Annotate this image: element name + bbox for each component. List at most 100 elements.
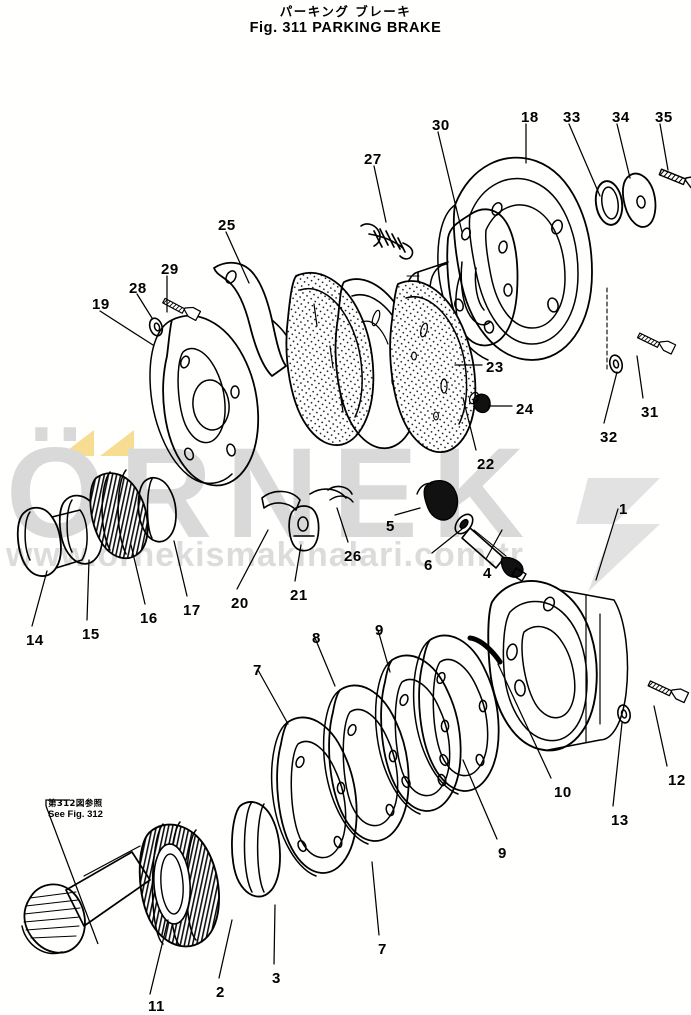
- part-bracket-21: [288, 505, 320, 552]
- callout-number-4[interactable]: 4: [483, 565, 492, 582]
- part-knurled-collar-16: [89, 469, 149, 560]
- callout-leader: [273, 904, 276, 965]
- callout-leader: [294, 544, 302, 582]
- part-oil-seal: [594, 180, 624, 226]
- callout-number-30[interactable]: 30: [432, 117, 450, 134]
- part-brake-shoe-rear: [389, 280, 477, 453]
- callout-number-6[interactable]: 6: [424, 557, 433, 574]
- callout-leader: [462, 397, 477, 451]
- part-friction-disc-7: [270, 716, 358, 877]
- part-bearing-cup-3: [231, 801, 281, 898]
- callout-number-19[interactable]: 19: [92, 296, 110, 313]
- callout-number-28[interactable]: 28: [129, 280, 147, 297]
- callout-leader: [653, 705, 668, 767]
- reference-note-japanese: 第312図参照: [48, 799, 103, 809]
- callout-number-23[interactable]: 23: [486, 359, 504, 376]
- callout-number-20[interactable]: 20: [231, 595, 249, 612]
- part-pin-24: [468, 391, 491, 414]
- part-brake-drum-housing: [437, 156, 593, 361]
- callout-number-35[interactable]: 35: [655, 109, 673, 126]
- callout-number-17[interactable]: 17: [183, 602, 201, 619]
- callout-number-7[interactable]: 7: [378, 941, 387, 958]
- callout-leader: [314, 637, 336, 687]
- callout-number-34[interactable]: 34: [612, 109, 630, 126]
- callout-leader: [485, 529, 503, 560]
- callout-leader: [462, 759, 498, 840]
- callout-leader: [149, 919, 169, 995]
- callout-leader: [336, 507, 349, 543]
- part-washer-32: [608, 354, 624, 374]
- figure-title-english: Fig. 311 PARKING BRAKE: [249, 20, 442, 36]
- callout-number-13[interactable]: 13: [611, 812, 629, 829]
- callout-leader: [136, 293, 153, 319]
- callout-leader: [612, 722, 623, 807]
- part-splined-shaft: [21, 845, 151, 955]
- part-outer-sleeve: [16, 506, 88, 577]
- figure-title-japanese: パーキング ブレーキ: [279, 4, 412, 19]
- callout-number-26[interactable]: 26: [344, 548, 362, 565]
- callout-leader: [431, 528, 463, 554]
- part-link-26: [327, 485, 354, 503]
- part-friction-disc-8: [322, 684, 410, 845]
- callout-number-24[interactable]: 24: [516, 401, 534, 418]
- callout-number-8[interactable]: 8: [312, 630, 321, 647]
- callout-leader: [173, 540, 188, 597]
- part-brake-shoe-front: [285, 271, 375, 447]
- callout-leader: [130, 544, 146, 605]
- part-washer-13: [617, 704, 631, 724]
- callout-number-9[interactable]: 9: [498, 845, 507, 862]
- part-retainer-cover: [622, 172, 657, 228]
- callout-leader: [218, 919, 233, 979]
- callout-number-29[interactable]: 29: [161, 261, 179, 278]
- callout-leader: [86, 559, 90, 621]
- callout-number-22[interactable]: 22: [477, 456, 495, 473]
- callout-number-5[interactable]: 5: [386, 518, 395, 535]
- part-bearing-cone-2: [138, 821, 220, 948]
- callout-number-1[interactable]: 1: [619, 501, 628, 518]
- callout-number-16[interactable]: 16: [140, 610, 158, 627]
- part-separator-ring-9: [374, 654, 462, 815]
- callout-leader: [497, 663, 552, 779]
- part-ring-17: [137, 477, 177, 543]
- part-lever-5: [416, 480, 459, 521]
- callout-number-7[interactable]: 7: [253, 662, 262, 679]
- callout-leader: [394, 507, 421, 516]
- callout-leader: [236, 529, 269, 590]
- callout-number-18[interactable]: 18: [521, 109, 539, 126]
- callout-number-32[interactable]: 32: [600, 429, 618, 446]
- callout-number-9[interactable]: 9: [375, 622, 384, 639]
- part-piston-housing: [487, 580, 629, 752]
- callout-leader: [377, 629, 391, 673]
- callout-leader: [257, 669, 289, 725]
- callout-number-2[interactable]: 2: [216, 984, 225, 1001]
- callout-number-10[interactable]: 10: [554, 784, 572, 801]
- callout-number-12[interactable]: 12: [668, 772, 686, 789]
- callout-number-15[interactable]: 15: [82, 626, 100, 643]
- callout-leader: [603, 371, 618, 424]
- callout-number-21[interactable]: 21: [290, 587, 308, 604]
- callout-leader: [225, 231, 250, 284]
- callout-number-3[interactable]: 3: [272, 970, 281, 987]
- reference-note-english: See Fig. 312: [48, 808, 103, 820]
- callout-number-27[interactable]: 27: [364, 151, 382, 168]
- part-ring-15: [58, 494, 104, 565]
- callout-number-14[interactable]: 14: [26, 632, 44, 649]
- callout-leader: [373, 165, 387, 223]
- callout-leader: [659, 123, 669, 171]
- callout-number-31[interactable]: 31: [641, 404, 659, 421]
- part-washer-28: [148, 317, 164, 337]
- callout-leader: [31, 570, 48, 627]
- part-return-spring: [360, 223, 414, 260]
- callout-leader: [437, 131, 463, 233]
- callout-number-33[interactable]: 33: [563, 109, 581, 126]
- callout-number-25[interactable]: 25: [218, 217, 236, 234]
- callout-leader: [568, 123, 601, 197]
- part-backing-plate: [149, 314, 260, 487]
- callout-leader: [636, 355, 644, 399]
- part-separator-ring-10: [412, 634, 503, 795]
